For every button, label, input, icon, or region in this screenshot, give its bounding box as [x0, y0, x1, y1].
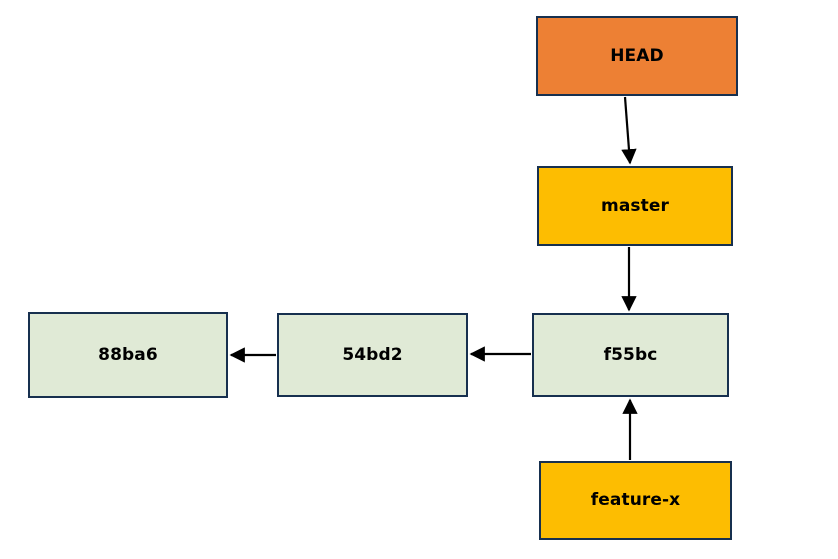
node-commit-f55bc-label: f55bc [603, 344, 658, 365]
node-commit-f55bc[interactable]: f55bc [532, 313, 729, 397]
node-feature-x[interactable]: feature-x [539, 461, 732, 540]
edge-head-to-master [621, 96, 637, 165]
node-master[interactable]: master [537, 166, 733, 246]
node-commit-54bd2-label: 54bd2 [342, 344, 403, 365]
node-commit-88ba6-label: 88ba6 [98, 344, 158, 365]
node-master-label: master [601, 195, 669, 216]
node-feature-x-label: feature-x [590, 490, 681, 510]
node-head[interactable]: HEAD [536, 16, 738, 96]
node-head-label: HEAD [610, 45, 664, 66]
node-commit-88ba6[interactable]: 88ba6 [28, 312, 228, 398]
node-commit-54bd2[interactable]: 54bd2 [277, 313, 468, 397]
